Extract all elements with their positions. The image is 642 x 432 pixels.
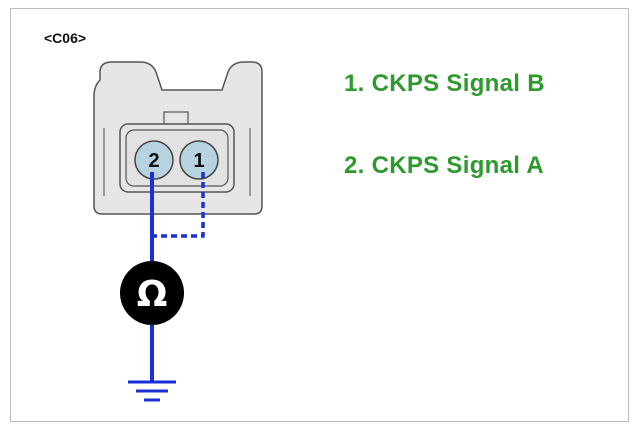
ohm-symbol: Ω bbox=[137, 274, 168, 315]
pin-1-circle bbox=[179, 140, 219, 180]
ground-icon bbox=[128, 380, 176, 402]
legend-item-1: 1. CKPS Signal B bbox=[344, 70, 545, 97]
pin-2-label: 2 bbox=[148, 150, 159, 172]
pin-1-label: 1 bbox=[193, 150, 204, 172]
legend-item-2: 2. CKPS Signal A bbox=[344, 152, 544, 179]
connector-code-label: <C06> bbox=[44, 30, 87, 46]
ohm-meter bbox=[120, 261, 184, 325]
connector-latch bbox=[163, 111, 189, 125]
wire-pin-1-dashed bbox=[152, 172, 205, 238]
